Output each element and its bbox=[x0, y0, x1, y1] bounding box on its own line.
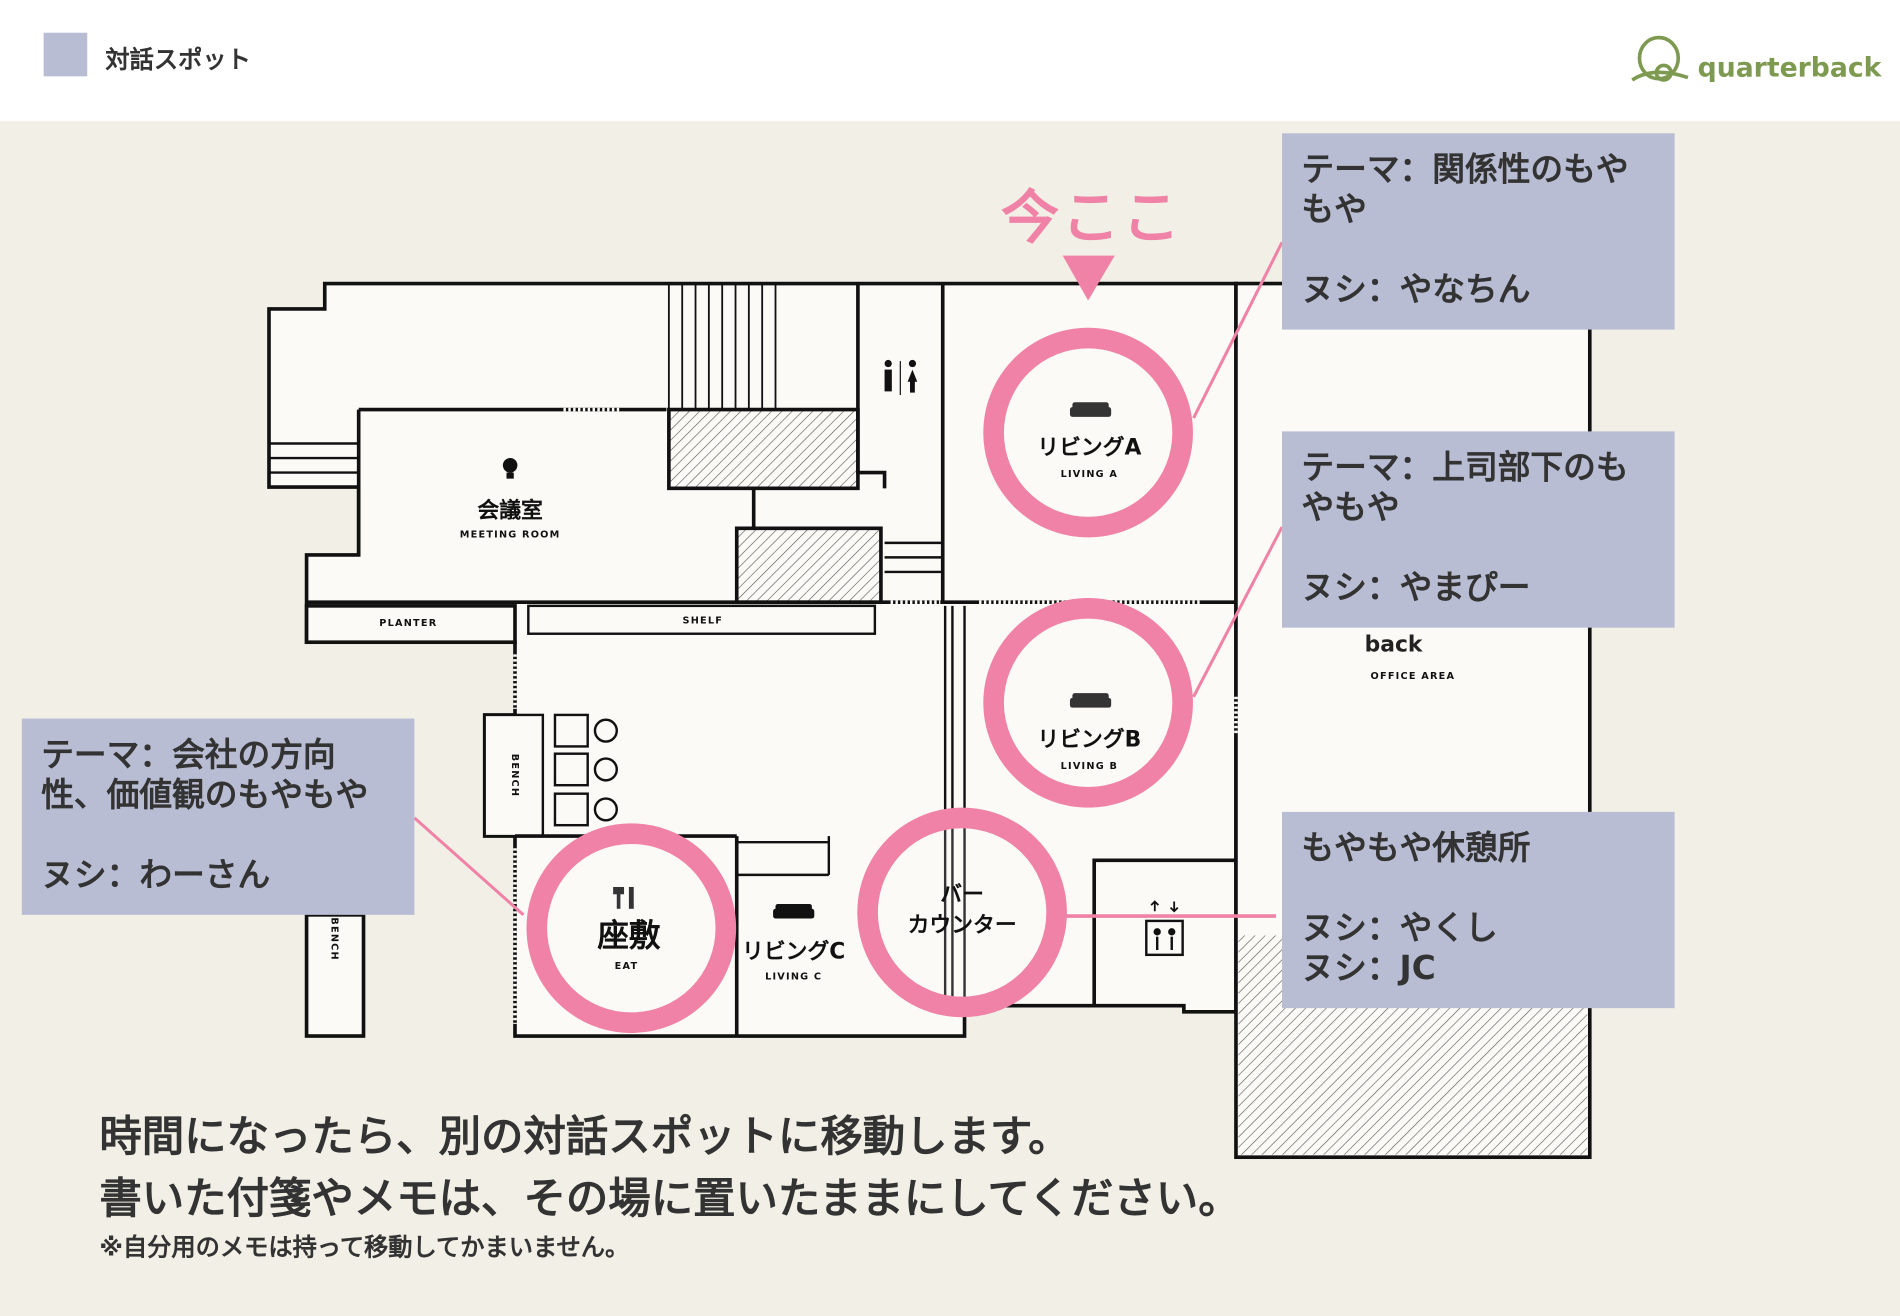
theme-text: もやもや休憩所 bbox=[1301, 830, 1531, 868]
you-are-here-label: 今ここ bbox=[1000, 184, 1183, 253]
planter-label: PLANTER bbox=[379, 617, 438, 629]
hatched-area bbox=[667, 407, 860, 491]
bench bbox=[304, 913, 366, 1038]
host-text: ヌシ：やなちん bbox=[1301, 271, 1531, 309]
living-c-label: リビングC bbox=[742, 939, 846, 965]
cutlery-icon bbox=[613, 886, 634, 909]
spot-circle-bar bbox=[857, 807, 1067, 1018]
sofa-icon bbox=[1069, 693, 1112, 708]
instruction-line-1: 時間になったら、別の対話スポットに移動します。 bbox=[99, 1113, 1071, 1163]
spot-circle-living-b bbox=[983, 597, 1193, 808]
living-b-label: リビングB bbox=[1037, 727, 1142, 753]
quarterback-logo-icon bbox=[1631, 35, 1689, 82]
sofa-icon bbox=[773, 903, 815, 919]
spot-note-living-a: テーマ：関係性のもや もや ヌシ：やなちん bbox=[1282, 133, 1675, 330]
hatched-area bbox=[734, 526, 883, 605]
host-text: ヌシ：わーさん bbox=[41, 856, 271, 895]
bench bbox=[483, 713, 545, 838]
zashiki-label: 座敷 bbox=[597, 917, 661, 955]
connector-line bbox=[413, 816, 525, 916]
bar-label-1: バー bbox=[940, 882, 984, 908]
shelf-label: SHELF bbox=[682, 614, 724, 626]
meeting-room-label: 会議室 bbox=[477, 498, 543, 524]
zashiki-en: EAT bbox=[614, 960, 639, 972]
living-a-en: LIVING A bbox=[1060, 468, 1119, 480]
living-c-en: LIVING C bbox=[765, 971, 823, 983]
bar-label-2: カウンター bbox=[907, 912, 1017, 938]
theme-text: テーマ：関係性のもや bbox=[1301, 151, 1629, 190]
quarterback-logo: quarterback bbox=[1630, 34, 1881, 87]
office-logo: back bbox=[1364, 631, 1423, 658]
connector-line bbox=[1192, 241, 1284, 419]
host-text: ヌシ：JC bbox=[1301, 949, 1436, 988]
office-area-label: OFFICE AREA bbox=[1370, 670, 1456, 682]
connector-line bbox=[1192, 526, 1284, 698]
spot-note-bar: もやもや休憩所 ヌシ：やくし ヌシ：JC bbox=[1282, 811, 1675, 1009]
spot-note-zashiki: テーマ：会社の方向 性、価値観のもやもや ヌシ：わーさん bbox=[21, 718, 415, 915]
sofa-icon bbox=[1069, 402, 1112, 417]
instruction-note: ※自分用のメモは持って移動してかまいません。 bbox=[99, 1232, 630, 1262]
theme-text: 性、価値観のもやもや bbox=[41, 776, 369, 815]
page-title: 対話スポット bbox=[105, 44, 251, 74]
spot-circle-living-a bbox=[983, 327, 1193, 538]
header: 対話スポット quarterback bbox=[0, 0, 1900, 122]
stairs bbox=[667, 283, 777, 410]
lightbulb-icon bbox=[502, 458, 518, 479]
living-a-label: リビングA bbox=[1037, 435, 1142, 461]
shelf bbox=[527, 604, 877, 635]
restroom-icon bbox=[884, 359, 918, 396]
theme-text: やもや bbox=[1301, 489, 1400, 528]
legend-swatch bbox=[43, 32, 88, 77]
theme-text: テーマ：会社の方向 bbox=[41, 736, 336, 775]
theme-text: テーマ：上司部下のも bbox=[1301, 449, 1629, 488]
planter bbox=[304, 604, 517, 645]
theme-text: もや bbox=[1301, 191, 1367, 230]
spot-circle-zashiki bbox=[526, 823, 737, 1033]
host-text: ヌシ：やくし bbox=[1301, 910, 1498, 948]
instruction-line-2: 書いた付箋やメモは、その場に置いたままにしてください。 bbox=[99, 1175, 1241, 1224]
elevator-icon bbox=[1145, 900, 1184, 957]
host-text: ヌシ：やまぴー bbox=[1301, 569, 1531, 608]
living-b-en: LIVING B bbox=[1060, 760, 1119, 772]
here-marker-arrow bbox=[1062, 255, 1115, 301]
spot-note-living-b: テーマ：上司部下のも やもや ヌシ：やまぴー bbox=[1282, 431, 1675, 628]
meeting-room-en: MEETING ROOM bbox=[459, 528, 561, 540]
